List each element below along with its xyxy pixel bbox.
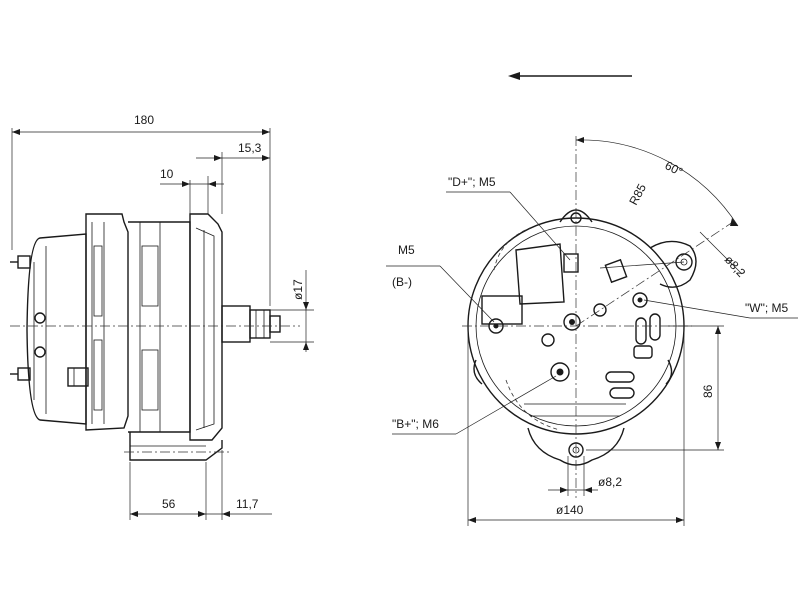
dim-pulley-offset: 10 [160,167,174,181]
label-terminal-w: "W"; M5 [745,301,789,315]
dim-shaft-ext: 15,3 [238,141,262,155]
dim-overall-length: 180 [134,113,154,127]
label-terminal-b-minus-size: M5 [398,243,415,257]
rotation-arrow-icon [508,72,632,80]
dim-angle: 60° [663,158,686,179]
front-view: 60° R85 ø8,2 86 ø8,2 ø140 "D+"; M5 [386,136,798,526]
dim-foot-ext: 11,7 [236,497,259,511]
dim-shaft-dia: ø17 [291,279,305,300]
label-terminal-d-plus: "D+"; M5 [448,175,496,189]
dim-body-dia: ø140 [556,503,584,517]
label-terminal-b-plus: "B+"; M6 [392,417,439,431]
dim-hole-bottom: ø8,2 [598,475,622,489]
dim-hole-top: ø8,2 [722,253,749,280]
dim-foot-width: 56 [162,497,176,511]
dim-height: 86 [701,384,715,398]
dim-radius: R85 [626,181,649,207]
side-view: 180 15,3 10 ø17 56 11,7 [10,113,314,520]
label-terminal-b-minus: (B-) [392,275,412,289]
